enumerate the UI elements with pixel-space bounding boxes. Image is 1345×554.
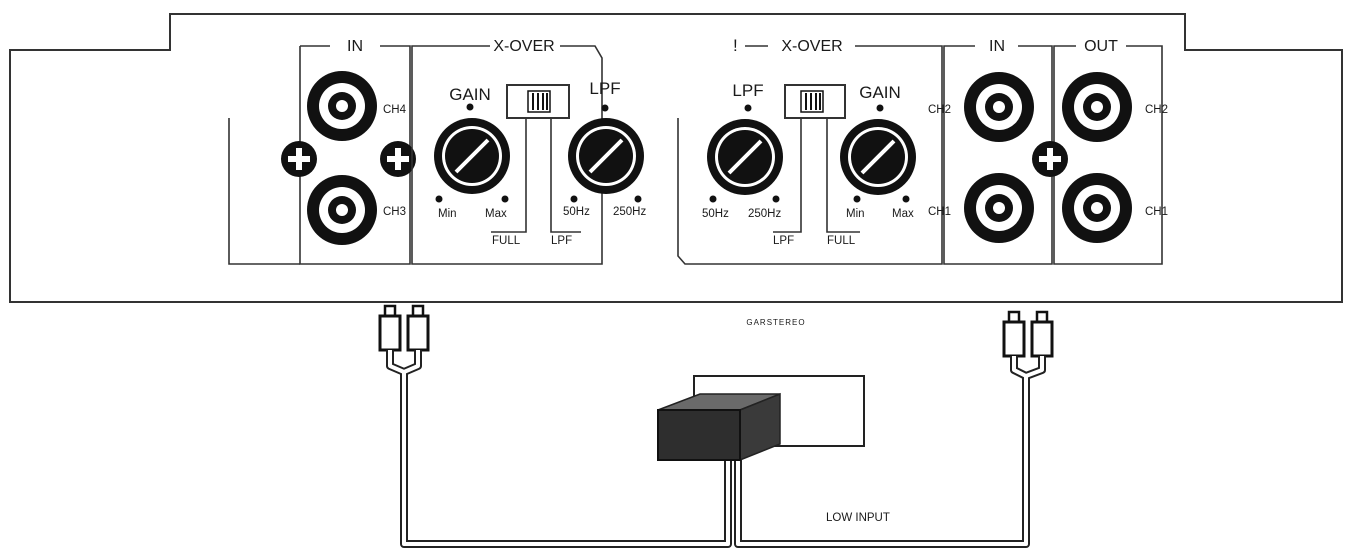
left-gain-max-label: Max [485, 208, 507, 220]
right-gain-label: GAIN [859, 83, 901, 102]
left-xover-box [411, 45, 603, 265]
left-channel-section: IN CH4 CH3 X-OVER GAIN [228, 38, 646, 265]
left-gain-knob[interactable] [434, 103, 510, 203]
rca-jack-ch3[interactable] [307, 175, 377, 245]
right-in-ch-lower-label: CH1 [928, 206, 951, 218]
right-switch-full-label: FULL [827, 235, 856, 247]
rca-jack-out-ch1[interactable] [1062, 173, 1132, 243]
left-lpf-low-label: 50Hz [563, 206, 590, 218]
right-out-ch-lower-label: CH1 [1145, 206, 1168, 218]
left-rca-plug-pair [378, 304, 430, 352]
right-switch-lpf-label: LPF [773, 235, 794, 247]
left-switch-full-label: FULL [492, 235, 521, 247]
screw-icon [1032, 141, 1068, 177]
rca-jack-in-ch2[interactable] [964, 72, 1034, 142]
right-out-ch-upper-label: CH2 [1145, 104, 1168, 116]
right-lpf-knob[interactable] [707, 104, 783, 203]
rca-jack-ch4[interactable] [307, 71, 377, 141]
head-unit [657, 375, 865, 462]
screw-icon [380, 141, 416, 177]
left-xover-label: X-OVER [493, 38, 554, 55]
right-xover-label: X-OVER [781, 38, 842, 55]
left-in-label: IN [347, 38, 363, 55]
left-gain-label: GAIN [449, 85, 491, 104]
right-gain-min-label: Min [846, 208, 865, 220]
left-gain-min-label: Min [438, 208, 457, 220]
left-ch-upper-label: CH4 [383, 104, 407, 116]
left-switch-lpf-label: LPF [551, 235, 572, 247]
right-out-label: OUT [1084, 38, 1118, 55]
left-lpf-label: LPF [589, 79, 620, 98]
right-gain-max-label: Max [892, 208, 914, 220]
amplifier-body [9, 13, 1343, 303]
left-lpf-high-label: 250Hz [613, 206, 646, 218]
rca-jack-out-ch2[interactable] [1062, 72, 1132, 142]
low-input-label: LOW INPUT [826, 512, 890, 524]
right-channel-section: ! X-OVER LPF GAIN 50Hz 250Hz LPF F [677, 36, 1168, 265]
right-in-ch-upper-label: CH2 [928, 104, 951, 116]
left-in-box [299, 45, 411, 265]
right-lpf-label: LPF [732, 81, 763, 100]
left-lpf-knob[interactable] [568, 104, 644, 203]
rca-jack-in-ch1[interactable] [964, 173, 1034, 243]
right-in-label: IN [989, 38, 1005, 55]
right-gain-knob[interactable] [840, 104, 916, 203]
right-out-box [1053, 45, 1163, 265]
right-xover-mark: ! [733, 36, 738, 55]
rca-cable [386, 350, 1046, 548]
right-lpf-high-label: 250Hz [748, 208, 781, 220]
right-lpf-low-label: 50Hz [702, 208, 729, 220]
right-xover-switch[interactable] [773, 84, 860, 233]
screw-icon [281, 141, 317, 177]
right-in-box [943, 45, 1053, 265]
brand-label: GARSTEREO [746, 318, 805, 327]
left-ch-lower-label: CH3 [383, 206, 406, 218]
left-xover-switch[interactable] [491, 84, 581, 233]
right-xover-box [677, 45, 943, 265]
right-rca-plug-pair [1002, 310, 1054, 358]
